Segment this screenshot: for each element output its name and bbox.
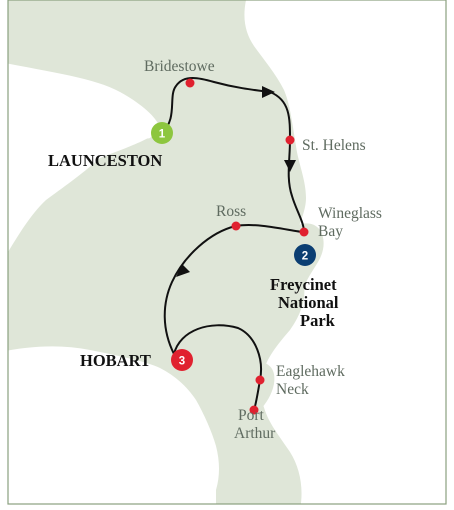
tasman-peninsula <box>236 361 275 440</box>
arrowhead-icon <box>284 160 296 172</box>
label-freycinet-line1: Freycinet <box>270 275 337 294</box>
bay-island <box>219 334 238 356</box>
label-eaglehawk-line2: Neck <box>276 381 309 398</box>
stop-dot-eaglehawk-neck <box>255 375 265 385</box>
label-eaglehawk-line1: Eaglehawk <box>276 363 345 380</box>
label-wineglass-line1: Wineglass <box>318 205 382 222</box>
route-line <box>161 77 306 411</box>
map-frame <box>7 0 447 505</box>
label-hobart: HOBART <box>80 351 151 370</box>
west-coast-sea <box>0 62 160 252</box>
stop-dot-ross <box>231 221 241 231</box>
stop-dot-wineglass-bay <box>299 227 309 237</box>
south-west-sea <box>0 346 219 510</box>
east-sea <box>244 0 454 510</box>
label-freycinet-line3: Park <box>300 311 336 330</box>
label-freycinet-line2: National <box>278 293 339 312</box>
stop-dot-bridestowe <box>185 78 195 88</box>
label-launceston: LAUNCESTON <box>48 151 162 170</box>
label-port-arthur-line1: Port <box>238 407 265 424</box>
badge-end: 3 <box>171 349 193 371</box>
stop-dot-st-helens <box>285 135 295 145</box>
badge-middle-number: 2 <box>302 251 308 263</box>
arrowhead-icon <box>262 86 275 98</box>
label-wineglass-line2: Bay <box>318 223 343 240</box>
label-port-arthur-line2: Arthur <box>234 425 276 442</box>
badge-start-number: 1 <box>159 129 166 141</box>
label-ross: Ross <box>216 203 246 220</box>
label-st-helens: St. Helens <box>302 137 366 154</box>
badge-end-number: 3 <box>179 356 185 368</box>
badge-middle: 2 <box>294 244 316 266</box>
badge-start: 1 <box>151 122 173 144</box>
label-bridestowe: Bridestowe <box>144 58 215 75</box>
stop-dot-port-arthur <box>249 405 259 415</box>
arrowhead-icon <box>176 264 190 277</box>
tamar-inlet <box>116 92 153 139</box>
